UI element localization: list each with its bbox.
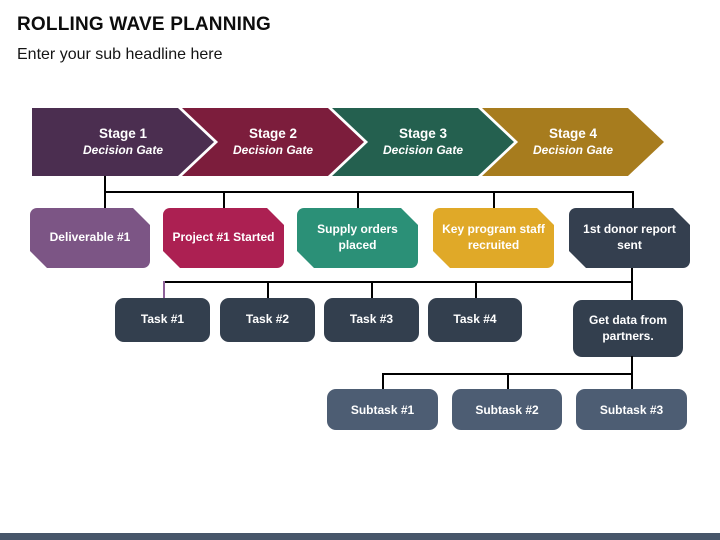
connector-drop-task1-accent (163, 281, 165, 298)
connector-drop-milestone2 (223, 191, 225, 208)
get-data-label: Get data from partners. (588, 312, 667, 343)
milestone-supply-orders-label: Supply orders placed (317, 222, 398, 252)
task-2-box: Task #2 (220, 298, 315, 342)
subtask-2-label: Subtask #2 (475, 402, 539, 417)
connector-drop-milestone5 (632, 191, 634, 208)
stage-1-decision-gate: Decision Gate (82, 142, 164, 157)
stage-4-decision-gate: Decision Gate (532, 142, 614, 157)
milestone-donor-report-label: 1st donor report sent (583, 222, 676, 252)
connector-drop-task4 (475, 281, 477, 298)
task-2-label: Task #2 (245, 312, 290, 327)
subtask-1-label: Subtask #1 (350, 402, 415, 417)
milestone-project-started: Project #1 Started (163, 208, 284, 268)
subtask-2-box: Subtask #2 (452, 389, 562, 430)
stage-4-label: Stage 4 (548, 125, 598, 141)
connector-drop-task3 (371, 281, 373, 298)
milestone-staff-recruited-label: Key program staff recruited (442, 222, 545, 252)
connector-drop-milestone4 (493, 191, 495, 208)
page-title: ROLLING WAVE PLANNING (17, 14, 272, 35)
milestone-deliverable-label: Deliverable #1 (49, 230, 131, 245)
subtask-3-label: Subtask #3 (599, 402, 664, 417)
task-3-label: Task #3 (349, 312, 394, 327)
subtask-1-box: Subtask #1 (327, 389, 438, 430)
footer-accent-bar (0, 533, 720, 540)
connector-donor-down (631, 268, 633, 283)
stage-2-label: Stage 2 (248, 125, 298, 141)
stage-1-label: Stage 1 (98, 125, 148, 141)
connector-drop-milestone3 (357, 191, 359, 208)
milestone-donor-report: 1st donor report sent (569, 208, 690, 268)
milestone-supply-orders: Supply orders placed (297, 208, 418, 268)
connector-getdata-down (631, 356, 633, 375)
get-data-box: Get data from partners. (573, 300, 683, 357)
milestone-staff-recruited: Key program staff recruited (433, 208, 554, 268)
task-4-box: Task #4 (428, 298, 522, 342)
task-1-label: Task #1 (140, 312, 185, 327)
stage-3-decision-gate: Decision Gate (382, 142, 464, 157)
stage-2-decision-gate: Decision Gate (232, 142, 314, 157)
milestone-project-started-label: Project #1 Started (172, 230, 275, 245)
stage-1-chevron: Stage 1 Decision Gate (32, 108, 214, 176)
connector-drop-getdata (631, 281, 633, 300)
task-4-label: Task #4 (453, 312, 497, 327)
task-1-box: Task #1 (115, 298, 210, 342)
sub-headline: Enter your sub headline here (17, 46, 223, 63)
stage-3-label: Stage 3 (398, 125, 448, 141)
connector-drop-task2 (267, 281, 269, 298)
task-3-box: Task #3 (324, 298, 419, 342)
connector-task-bus (163, 281, 633, 283)
subtask-3-box: Subtask #3 (576, 389, 687, 430)
connector-milestone-bus (104, 191, 634, 193)
connector-drop-subtask3 (631, 373, 633, 389)
connector-drop-subtask1 (382, 373, 384, 389)
connector-drop-subtask2 (507, 373, 509, 389)
milestone-deliverable: Deliverable #1 (30, 208, 150, 268)
